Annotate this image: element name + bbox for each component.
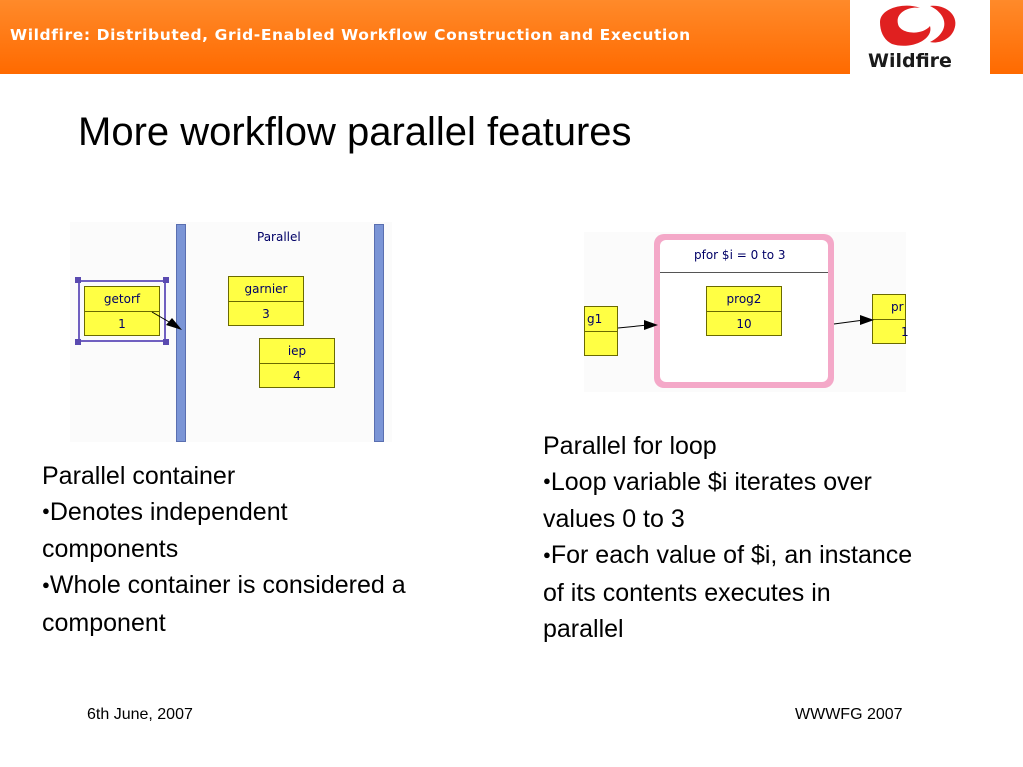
node-divider [260,363,334,364]
node-number: 1 [901,325,909,339]
parallel-container-text: Parallel container ●Denotes independent … [42,458,406,641]
parallel-for-loop-text: Parallel for loop ●Loop variable $i iter… [543,428,912,647]
bullet-icon: ● [543,546,551,562]
bullet-text: Whole container is considered a [49,571,406,600]
parallel-for-loop-diagram: g1 pfor $i = 0 to 3 prog2 10 pr 1 [584,232,909,392]
node-name: g1 [587,312,603,326]
node-right-partial[interactable]: pr 1 [872,294,909,344]
connector-arrow [151,311,182,330]
bullet-text: For each value of $i, an instance [550,541,913,570]
bullet-icon: ● [42,503,50,519]
node-divider [585,331,617,332]
node-divider [873,319,905,320]
left-bullet-2: ●Whole container is considered a [42,567,406,604]
right-bullet-2-cont2: parallel [543,614,624,643]
parallel-left-bar [176,224,186,442]
parallel-container-label: Parallel [257,230,301,244]
bullet-text: Loop variable $i iterates over [550,468,872,496]
node-garnier[interactable]: garnier 3 [228,276,304,326]
node-name: pr [891,300,904,314]
right-bullet-2: ●For each value of $i, an instance [543,537,912,574]
node-number: 10 [736,317,752,331]
node-name: getorf [103,292,141,306]
parallel-right-bar [374,224,384,442]
node-number: 1 [118,317,126,331]
selection-handle [163,339,169,345]
node-iep[interactable]: iep 4 [259,338,335,388]
selection-handle [75,339,81,345]
selection-handle [163,277,169,283]
node-divider [85,311,159,312]
node-getorf[interactable]: getorf 1 [84,286,160,336]
selection-handle [75,277,81,283]
right-heading: Parallel for loop [543,432,717,460]
node-left-partial[interactable]: g1 [584,306,618,356]
footer-date: 6th June, 2007 [87,706,193,723]
right-bullet-1: ●Loop variable $i iterates over [543,464,912,501]
left-heading: Parallel container [42,462,236,490]
parallel-container-diagram: Parallel getorf 1 garnier 3 iep 4 [70,222,392,442]
logo-text: Wildfire [868,50,952,72]
wildfire-logo-icon [880,5,956,46]
bullet-icon: ● [543,473,551,489]
slide-title: More workflow parallel features [78,110,632,154]
wildfire-logo: Wildfire [850,0,990,74]
header-title: Wildfire: Distributed, Grid-Enabled Work… [10,26,691,44]
node-name: iep [287,344,307,358]
connector-arrows [617,315,874,330]
node-name: prog2 [726,292,762,306]
bullet-icon: ● [42,576,50,592]
node-divider [707,311,781,312]
selection-frame [78,280,166,342]
right-bullet-1-cont: values 0 to 3 [543,505,685,534]
right-bullet-2-cont: of its contents executes in [543,578,831,607]
node-name: garnier [244,282,288,296]
node-divider [229,301,303,302]
header-banner: Wildfire: Distributed, Grid-Enabled Work… [0,0,1023,74]
loop-header-divider [660,272,828,273]
left-bullet-1-cont: components [42,535,179,564]
footer-event: WWWFG 2007 [795,706,903,723]
left-bullet-2-cont: component [42,608,166,637]
node-number: 4 [293,369,301,383]
left-bullet-1: ●Denotes independent [42,494,406,531]
pfor-loop-label: pfor $i = 0 to 3 [694,248,786,262]
bullet-text: Denotes independent [49,498,288,526]
node-prog2[interactable]: prog2 10 [706,286,782,336]
node-number: 3 [262,307,270,321]
